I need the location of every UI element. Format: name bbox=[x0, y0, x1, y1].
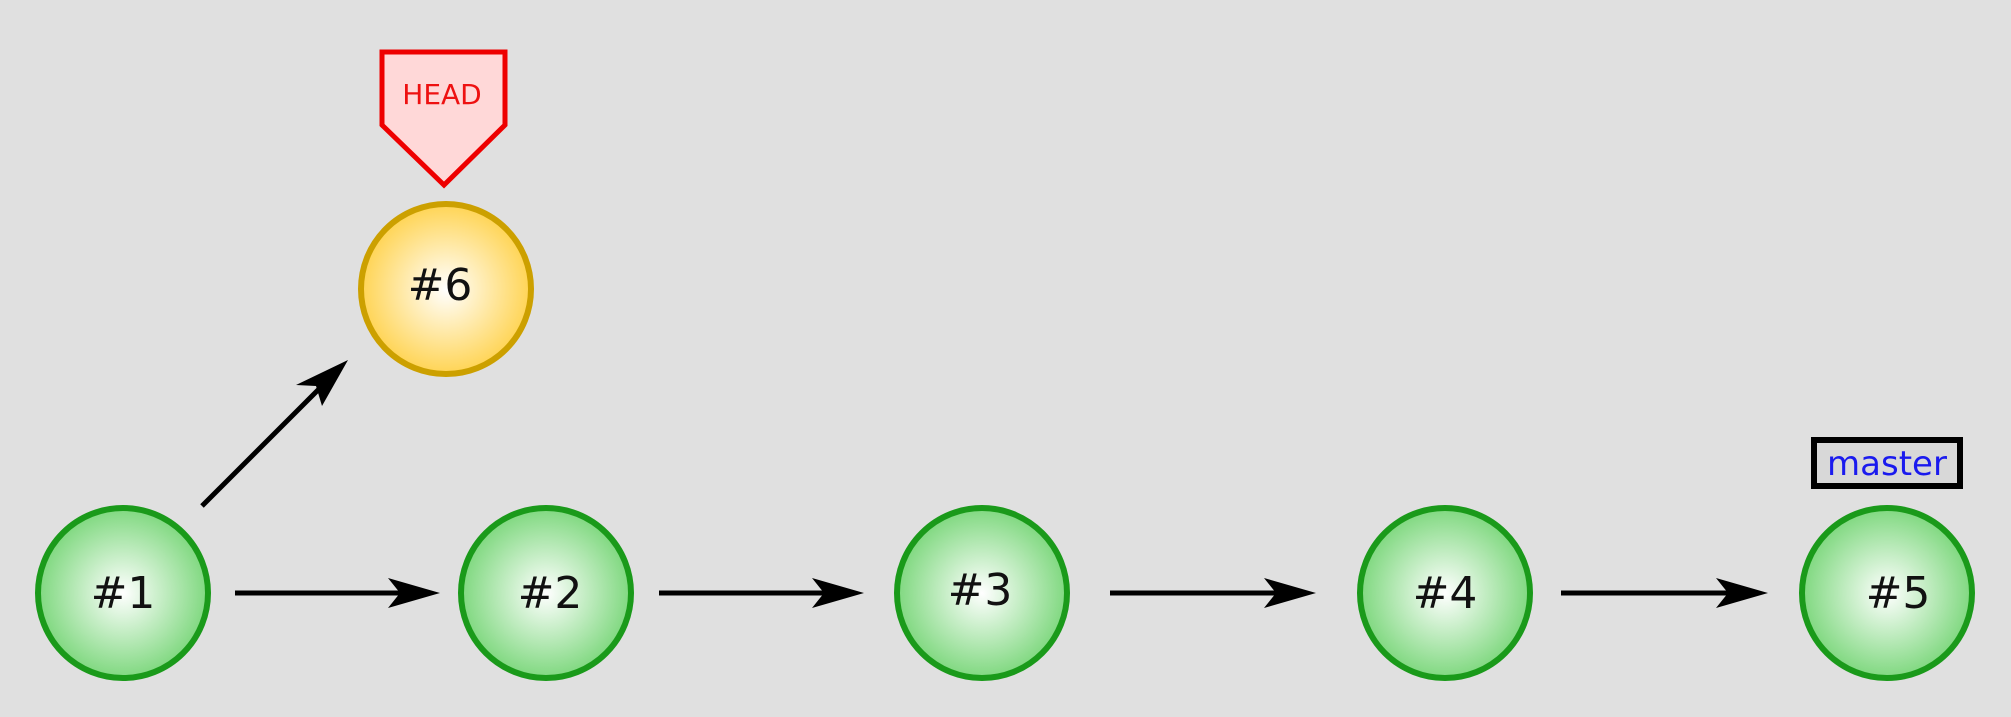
commit-label-3: #3 bbox=[948, 565, 1013, 616]
commit-node-4[interactable]: #4 bbox=[1357, 505, 1533, 681]
commit-node-1[interactable]: #1 bbox=[35, 505, 211, 681]
commit-node-2[interactable]: #2 bbox=[458, 505, 634, 681]
edge-c1-c2 bbox=[235, 578, 440, 608]
head-marker-label: HEAD bbox=[402, 78, 481, 111]
head-marker[interactable]: HEAD bbox=[379, 49, 508, 189]
commit-node-3[interactable]: #3 bbox=[894, 505, 1070, 681]
branch-label-master[interactable]: master bbox=[1811, 437, 1963, 489]
commit-label-5: #5 bbox=[1866, 568, 1931, 619]
commit-node-5[interactable]: #5 bbox=[1799, 505, 1975, 681]
commit-label-4: #4 bbox=[1413, 568, 1478, 619]
commit-label-1: #1 bbox=[91, 568, 156, 619]
branch-label-text: master bbox=[1827, 444, 1947, 484]
edge-c4-c5 bbox=[1561, 578, 1768, 608]
commit-label-6: #6 bbox=[408, 260, 473, 311]
edge-c1-c6 bbox=[200, 360, 348, 508]
commit-node-6[interactable]: #6 bbox=[358, 201, 534, 377]
commit-label-2: #2 bbox=[518, 568, 583, 619]
edge-c3-c4 bbox=[1110, 578, 1316, 608]
edge-c2-c3 bbox=[659, 578, 864, 608]
